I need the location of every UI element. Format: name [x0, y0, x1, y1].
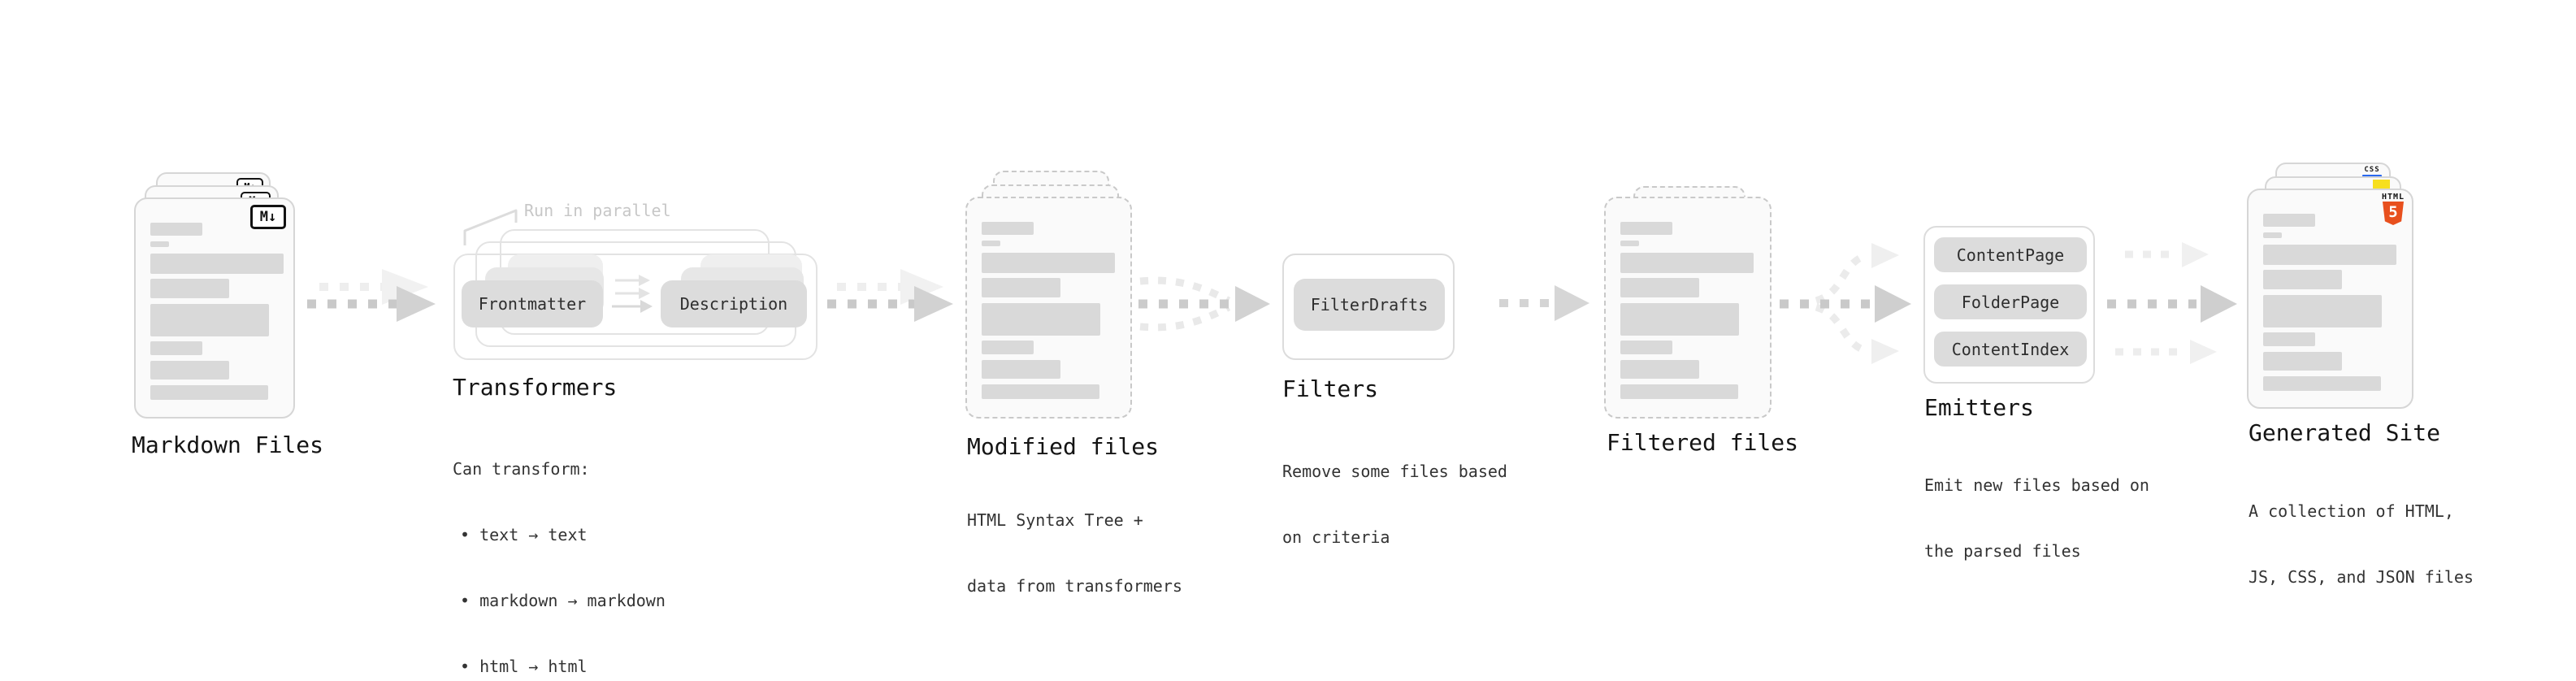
- doc-text-placeholder: [2263, 214, 2396, 391]
- doc-bar: [150, 223, 202, 236]
- transformers-heading: Transformers: [453, 374, 618, 401]
- filterdrafts-pill: FilterDrafts: [1294, 279, 1445, 331]
- caption-line: the parsed files: [1924, 541, 2081, 561]
- doc-bar: [1620, 278, 1699, 297]
- modified-files-caption: HTML Syntax Tree + data from transformer…: [967, 466, 1182, 641]
- doc-bar: [2263, 270, 2342, 289]
- doc-bar: [982, 384, 1099, 399]
- doc-bar: [982, 303, 1100, 336]
- doc-bar: [982, 241, 1000, 246]
- emitters-caption: Emit new files based on the parsed files: [1924, 431, 2149, 606]
- doc-bar: [1620, 241, 1639, 246]
- caption-line: on criteria: [1282, 527, 1390, 547]
- doc-bar: [150, 254, 284, 274]
- doc-bar: [2263, 232, 2282, 238]
- doc-bar: [1620, 360, 1699, 379]
- css-icon-label: CSS: [2364, 166, 2380, 174]
- html5-icon-label: HTML: [2381, 193, 2405, 202]
- doc-bar: [982, 278, 1060, 297]
- caption-line: • markdown → markdown: [460, 591, 666, 610]
- caption-line: data from transformers: [967, 576, 1182, 596]
- folderpage-pill: FolderPage: [1934, 284, 2087, 319]
- parallel-note-connector: [463, 209, 518, 245]
- doc-bar: [150, 385, 268, 400]
- doc-text-placeholder: [150, 223, 284, 400]
- doc-text-placeholder: [1620, 222, 1754, 399]
- markdown-files-label: Markdown Files: [132, 432, 324, 458]
- arrow-filtered-to-emitters: [1780, 243, 1911, 364]
- description-pill: Description: [661, 280, 807, 327]
- doc-bar: [1620, 253, 1754, 273]
- transformer-pill-arrows: [612, 275, 653, 313]
- transformers-caption: Can transform: • text → text • markdown …: [453, 414, 666, 681]
- doc-bar: [2263, 376, 2381, 391]
- doc-bar: [2263, 332, 2315, 346]
- generated-site-label: Generated Site: [2249, 419, 2441, 446]
- doc-bar: [982, 253, 1115, 273]
- arrow-modified-to-filters: [1138, 276, 1270, 332]
- doc-bar: [2263, 214, 2315, 227]
- caption-line: HTML Syntax Tree +: [967, 510, 1143, 530]
- doc-bar: [1620, 303, 1739, 336]
- caption-line: Can transform:: [453, 459, 590, 479]
- doc-bar: [982, 222, 1034, 235]
- arrow-filters-to-filtered: [1499, 285, 1589, 321]
- filters-heading: Filters: [1282, 375, 1379, 402]
- arrow-markdown-to-transformers: [307, 269, 436, 322]
- filtered-doc-card-front: [1604, 197, 1772, 419]
- filtered-files-label: Filtered files: [1607, 429, 1799, 456]
- doc-bar: [982, 360, 1060, 379]
- doc-bar: [150, 279, 229, 298]
- doc-bar: [150, 241, 169, 247]
- doc-bar: [1620, 384, 1738, 399]
- contentindex-pill: ContentIndex: [1934, 332, 2087, 367]
- markdown-icon: M↓: [250, 205, 286, 229]
- generated-site-caption: A collection of HTML, JS, CSS, and JSON …: [2249, 457, 2474, 632]
- html5-icon-shield: 5: [2383, 202, 2404, 225]
- caption-line: • html → html: [460, 657, 588, 676]
- javascript-icon: [2373, 180, 2390, 191]
- html5-icon: HTML 5: [2381, 193, 2405, 225]
- caption-line: JS, CSS, and JSON files: [2249, 567, 2474, 587]
- emitters-heading: Emitters: [1924, 394, 2034, 421]
- doc-bar: [150, 361, 229, 380]
- frontmatter-pill: Frontmatter: [462, 280, 603, 327]
- site-doc-card-front: HTML 5: [2247, 189, 2413, 409]
- contentpage-pill: ContentPage: [1934, 237, 2087, 272]
- doc-bar: [2263, 245, 2396, 265]
- caption-line: Emit new files based on: [1924, 475, 2149, 495]
- filters-caption: Remove some files based on criteria: [1282, 417, 1507, 592]
- caption-line: Remove some files based: [1282, 462, 1507, 481]
- caption-line: • text → text: [460, 525, 588, 544]
- doc-bar: [2263, 295, 2382, 327]
- transformers-frame-front: [453, 254, 817, 360]
- arrow-emitters-to-site: [2107, 242, 2237, 364]
- modified-files-label: Modified files: [967, 433, 1160, 460]
- doc-text-placeholder: [982, 222, 1115, 399]
- doc-bar: [1620, 340, 1672, 354]
- doc-bar: [150, 304, 269, 336]
- doc-bar: [1620, 222, 1672, 235]
- run-in-parallel-note: Run in parallel: [524, 201, 671, 220]
- modified-doc-card-front: [965, 197, 1132, 419]
- doc-bar: [150, 341, 202, 355]
- doc-bar: [2263, 352, 2342, 371]
- doc-bar: [982, 340, 1034, 354]
- html5-icon-number: 5: [2388, 203, 2398, 221]
- caption-line: A collection of HTML,: [2249, 501, 2454, 521]
- arrow-transformers-to-modified: [827, 269, 953, 322]
- markdown-doc-card-front: M↓: [134, 197, 295, 419]
